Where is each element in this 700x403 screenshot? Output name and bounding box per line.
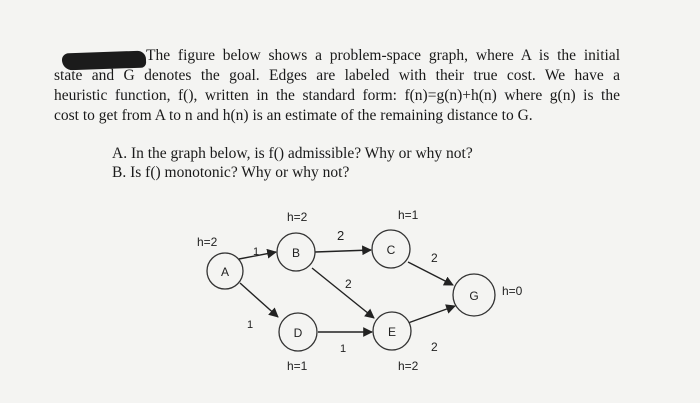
edge-b-e [311, 267, 375, 319]
edge-label-b-c: 2 [337, 228, 344, 243]
node-e-label: E [388, 325, 396, 339]
h-label-c: h=1 [398, 208, 419, 222]
node-c: C [371, 229, 411, 269]
edge-b-c [314, 245, 372, 256]
h-label-e: h=2 [398, 359, 419, 373]
edge-label-d-e: 1 [340, 343, 346, 355]
node-c-label: C [387, 243, 396, 257]
h-label-a: h=2 [197, 235, 218, 249]
node-b-label: B [292, 246, 300, 260]
edge-label-b-e: 2 [345, 277, 352, 291]
node-g: G [452, 273, 496, 317]
edge-a-b [238, 248, 277, 260]
problem-line-4: cost to get from A to n and h(n) is an e… [54, 107, 533, 124]
node-d-label: D [294, 326, 303, 340]
problem-line-3: heuristic function, f(), written in the … [54, 87, 620, 104]
problem-line-2: state and G denotes the goal. Edges are … [54, 67, 620, 84]
h-label-d: h=1 [287, 359, 308, 373]
node-a: A [206, 252, 244, 290]
edge-label-e-g: 2 [431, 340, 438, 354]
h-label-g: h=0 [502, 284, 523, 298]
edge-label-a-b: 1 [253, 246, 259, 258]
node-a-label: A [221, 265, 229, 279]
question-a: A. In the graph below, is f() admissible… [112, 145, 473, 162]
question-list: A. In the graph below, is f() admissible… [112, 144, 473, 182]
node-d: D [278, 312, 318, 352]
problem-statement: The figure below shows a problem-space g… [54, 46, 620, 126]
problem-line-1: The figure below shows a problem-space g… [146, 47, 620, 64]
edge-a-d [239, 282, 279, 318]
h-label-b: h=2 [287, 210, 308, 224]
edge-c-g [407, 261, 454, 286]
node-g-label: G [469, 289, 478, 303]
node-b: B [276, 232, 316, 272]
edge-label-c-g: 2 [431, 251, 438, 265]
question-b: B. Is f() monotonic? Why or why not? [112, 164, 350, 181]
edge-e-g [407, 304, 456, 324]
node-e: E [372, 311, 412, 351]
edge-label-a-d: 1 [247, 319, 253, 331]
